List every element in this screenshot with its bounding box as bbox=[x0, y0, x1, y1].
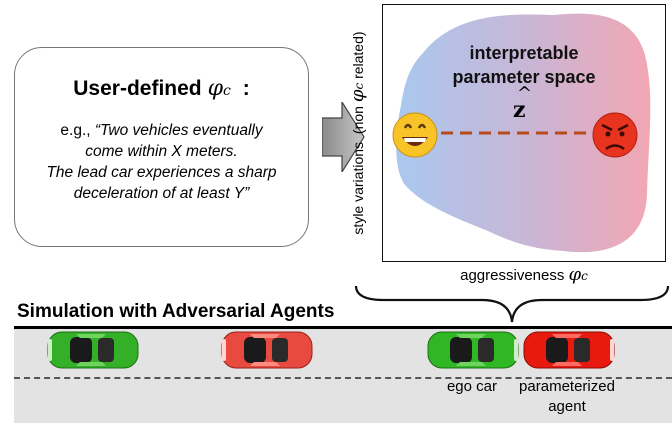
ego-car-label: ego car bbox=[446, 378, 498, 395]
phi-symbol: φ bbox=[207, 76, 224, 101]
x-axis-phi: φ bbox=[568, 264, 582, 285]
curly-brace-icon bbox=[354, 285, 670, 323]
road-edge-line bbox=[14, 326, 672, 329]
z-letter: z bbox=[513, 97, 526, 123]
quote-line-1: “Two vehicles eventually bbox=[94, 122, 263, 139]
y-axis-phi: φ bbox=[347, 89, 368, 103]
lane-divider bbox=[14, 377, 672, 379]
user-defined-description: e.g., “Two vehicles eventually come with… bbox=[25, 120, 298, 204]
parameter-space-panel: interpretable parameter space ^ z bbox=[382, 4, 666, 262]
y-axis-prefix: style variations bbox=[350, 141, 366, 235]
y-axis-phi-sub: c bbox=[352, 82, 366, 90]
agent-label-line-1: parameterized bbox=[519, 378, 615, 395]
space-label-line-1: interpretable bbox=[469, 43, 579, 63]
phi-subscript: c bbox=[223, 83, 231, 99]
space-label-line-2: parameter space bbox=[452, 67, 596, 87]
simulation-title: Simulation with Adversarial Agents bbox=[17, 301, 335, 322]
happy-face-icon bbox=[392, 112, 438, 158]
eg-prefix: e.g., bbox=[60, 122, 91, 139]
y-axis-label: style variations (non φc related) bbox=[347, 4, 373, 262]
x-axis-phi-sub: c bbox=[581, 269, 588, 283]
green-car-icon bbox=[47, 331, 139, 369]
user-defined-title-text: User-defined bbox=[73, 77, 202, 100]
quote-line-3: The lead car experiences a sharp bbox=[46, 164, 277, 181]
x-axis-text: aggressiveness bbox=[460, 267, 565, 284]
parameterized-agent-car-icon bbox=[523, 331, 615, 369]
right-arrow-icon bbox=[322, 102, 365, 172]
z-hat-accent: ^ bbox=[517, 83, 533, 104]
y-axis-paren-open: (non bbox=[350, 106, 366, 135]
ego-car-icon bbox=[427, 331, 519, 369]
title-colon: : bbox=[242, 77, 250, 100]
agent-label-line-2: agent bbox=[548, 398, 586, 415]
red-car-icon bbox=[221, 331, 313, 369]
latent-z-symbol: ^ z bbox=[513, 83, 532, 123]
quote-line-4: deceleration of at least Y” bbox=[73, 185, 250, 202]
quote-line-2: come within X meters. bbox=[85, 143, 238, 160]
angry-face-icon bbox=[592, 112, 638, 158]
x-axis-label: aggressiveness φc bbox=[382, 264, 666, 285]
y-axis-paren-close: related) bbox=[350, 31, 366, 79]
parameter-space-blob bbox=[392, 13, 651, 253]
